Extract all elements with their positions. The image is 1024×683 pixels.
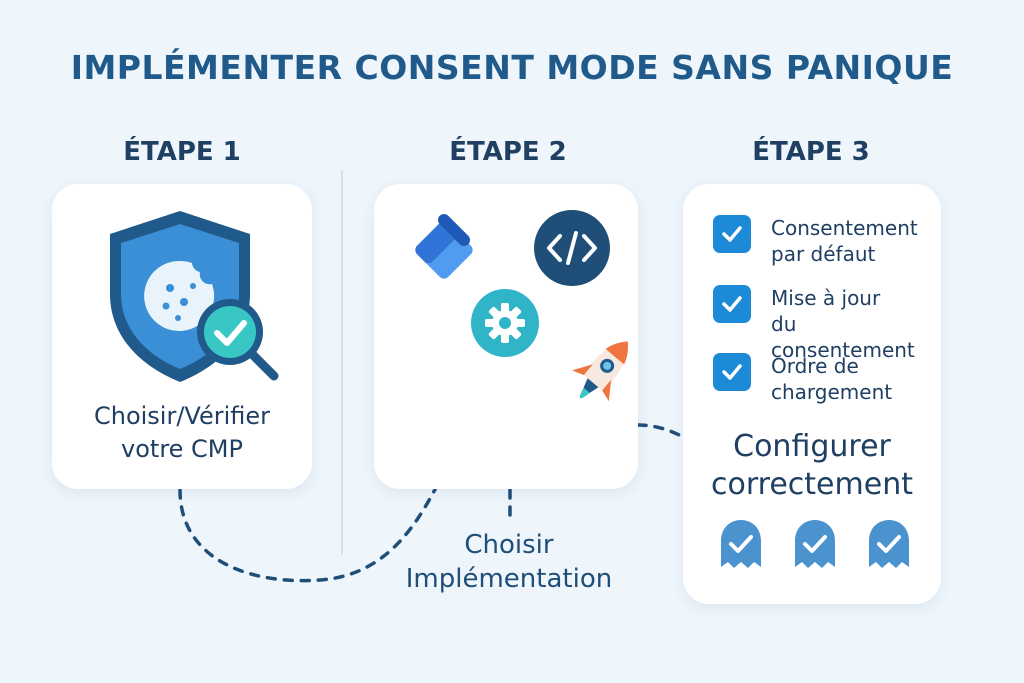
- ghost-check-icon: [721, 520, 761, 568]
- step-2-caption-line2: Implémentation: [405, 564, 613, 594]
- step-3-label: ÉTAPE 3: [752, 137, 870, 167]
- checklist-item-line2: par défaut: [771, 242, 876, 266]
- step-2-card: [374, 184, 638, 489]
- step-1-caption-line2: votre CMP: [121, 435, 243, 463]
- rocket-icon: [572, 341, 628, 402]
- gear-icon: [471, 289, 539, 357]
- step-1-caption-line1: Choisir/Vérifier: [93, 402, 271, 430]
- checklist-item-line2: chargement: [771, 380, 893, 404]
- checklist-item-line1: Ordre de: [771, 354, 859, 378]
- divider: [341, 170, 343, 555]
- checklist-item-line2: du consentement: [771, 312, 915, 362]
- page-title: IMPLÉMENTER CONSENT MODE SANS PANIQUE: [70, 48, 954, 87]
- step-1-label: ÉTAPE 1: [123, 137, 241, 167]
- checkbox-checked-icon[interactable]: [713, 285, 751, 323]
- step-3-caption-line2: correctement: [711, 467, 913, 502]
- step-1-card: Choisir/Vérifier votre CMP: [52, 184, 312, 489]
- checklist-item[interactable]: Consentement par défaut: [713, 215, 918, 267]
- step-2-caption-line1: Choisir: [464, 530, 554, 560]
- step-2-label: ÉTAPE 2: [449, 137, 567, 167]
- magnifier-check-icon: [197, 299, 279, 381]
- tag-manager-icon: [415, 214, 473, 279]
- checkbox-checked-icon[interactable]: [713, 215, 751, 253]
- checklist-item-line1: Mise à jour: [771, 286, 881, 310]
- checklist-item[interactable]: Ordre de chargement: [713, 353, 892, 405]
- ghost-check-icon: [795, 520, 835, 568]
- checkbox-checked-icon[interactable]: [713, 353, 751, 391]
- ghost-check-icon: [869, 520, 909, 568]
- code-icon: [534, 210, 610, 286]
- checklist-item-line1: Consentement: [771, 216, 918, 240]
- step-3-caption-line1: Configurer: [733, 429, 891, 464]
- checklist-item[interactable]: Mise à jour du consentement: [713, 285, 941, 363]
